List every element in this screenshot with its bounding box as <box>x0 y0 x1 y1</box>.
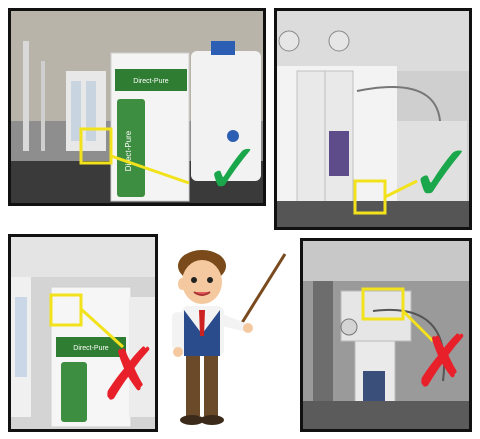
top-left-scene: Direct-Pure Direct-Pure ✓ <box>11 11 263 203</box>
top-right-scene: ✓ <box>277 11 469 227</box>
photo-top-right: ✓ <box>274 8 472 230</box>
device-side-label: Direct-Pure <box>124 130 133 171</box>
highlight-box <box>361 287 405 321</box>
highlight-pointer <box>384 179 418 199</box>
device-label: Direct-Pure <box>133 78 169 85</box>
cross-mark-icon: ✗ <box>99 332 155 416</box>
bottom-left-scene: Direct-Pure ✗ <box>11 237 155 429</box>
check-mark-icon: ✓ <box>204 128 263 203</box>
photo-bottom-left: Direct-Pure ✗ <box>8 234 158 432</box>
photo-top-left: Direct-Pure Direct-Pure ✓ <box>8 8 266 206</box>
cross-mark-icon: ✗ <box>413 319 469 403</box>
highlight-box <box>79 127 113 165</box>
check-mark-icon: ✓ <box>408 127 469 220</box>
device-label: Direct-Pure <box>73 345 109 352</box>
photo-bottom-right: ✗ <box>300 238 472 432</box>
pointer-stick <box>238 253 287 327</box>
bottom-right-scene: ✗ <box>303 241 469 429</box>
highlight-pointer <box>110 154 190 185</box>
highlight-pointer <box>401 309 435 343</box>
highlight-pointer <box>79 307 125 349</box>
teacher-illustration <box>172 250 287 425</box>
